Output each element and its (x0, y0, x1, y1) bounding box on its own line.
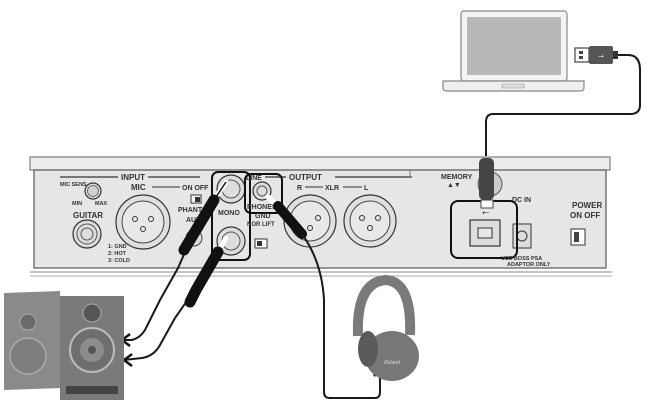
line-output-jacks[interactable] (211, 171, 251, 261)
xlr-label: XLR (325, 185, 339, 192)
power-label: POWER (572, 201, 602, 210)
laptop-illustration (442, 10, 585, 92)
headphones-illustration: Roland (352, 274, 419, 381)
dc-in-label: DC IN (512, 197, 531, 204)
guitar-jack[interactable] (72, 219, 102, 249)
usb-a-plug: ⭢ (574, 46, 618, 64)
usb-cable (485, 54, 641, 156)
mic-sens-min-label: MIN (72, 201, 82, 207)
dc-in-jack[interactable] (512, 223, 532, 249)
usb-icon: ⭢ (598, 53, 604, 60)
input-section-label: INPUT (121, 173, 145, 182)
nor-lift-label: NOR LIFT (247, 222, 275, 228)
mic-label: MIC (131, 183, 146, 192)
line-label: LINE (246, 175, 262, 182)
line-output-highlight (211, 171, 251, 261)
aux-label: AUX (186, 217, 201, 224)
mic-sens-label: MIC SENS (60, 182, 87, 188)
gnd-label: GND (255, 213, 271, 220)
usb-icon: ⭠ (482, 207, 489, 217)
phones-label: PHONES (247, 204, 277, 211)
pinout-cold-label: 3: COLD (108, 258, 130, 264)
xlr-output-l[interactable] (343, 194, 397, 248)
guitar-label: GUITAR (73, 211, 103, 220)
usb-b-plug (479, 158, 494, 209)
speakers-illustration (4, 291, 124, 400)
memory-arrows: ▲▼ (447, 182, 461, 189)
headphones-brand: Roland (384, 360, 400, 366)
xlr-l-label: L (364, 185, 369, 192)
mono-label: MONO (218, 210, 240, 217)
phantom-label: PHANTOM (178, 207, 213, 214)
pinout-hot-label: 2: HOT (108, 251, 127, 257)
line-output-cables (119, 179, 229, 367)
phones-highlight (244, 173, 283, 214)
memory-label: MEMORY (441, 174, 473, 181)
xlr-r-label: R (297, 185, 302, 192)
adaptor-note-line1: USE BOSS PSA (501, 256, 542, 262)
adaptor-note-line2: ADAPTOR ONLY (507, 262, 551, 268)
phantom-on-off-label: ON OFF (182, 185, 209, 192)
mic-xlr-input[interactable] (115, 194, 171, 250)
usb-b-port[interactable] (469, 219, 501, 247)
mic-sens-max-label: MAX (95, 201, 108, 207)
pinout-gnd-label: 1: GND (108, 244, 127, 250)
output-section-label: OUTPUT (289, 173, 322, 182)
power-on-off-label: ON OFF (570, 211, 600, 220)
